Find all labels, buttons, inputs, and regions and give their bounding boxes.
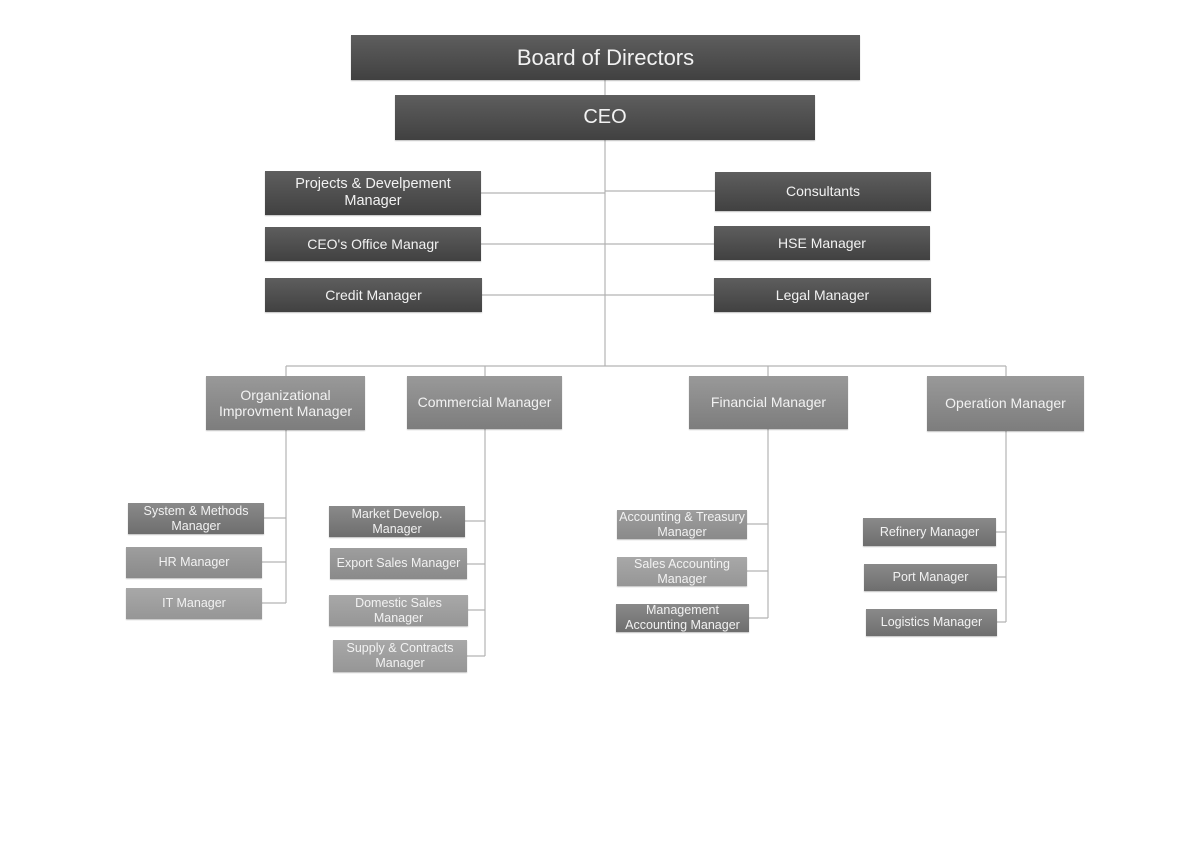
market-develop-manager-box: Market Develop. Manager bbox=[329, 506, 465, 537]
credit-manager-box: Credit Manager bbox=[265, 278, 482, 312]
operation-reports-line bbox=[996, 431, 1007, 623]
projects-development-manager-box: Projects & Develpement Manager bbox=[265, 171, 481, 215]
accounting-treasury-manager-box: Accounting & Treasury Manager bbox=[617, 510, 747, 539]
sales-accounting-manager-box: Sales Accounting Manager bbox=[617, 557, 747, 586]
management-accounting-manager-box: Management Accounting Manager bbox=[616, 603, 749, 632]
commercial-manager-box: Commercial Manager bbox=[407, 376, 562, 429]
logistics-manager-box: Logistics Manager bbox=[866, 609, 997, 636]
system-methods-manager-box: System & Methods Manager bbox=[128, 503, 264, 534]
operation-manager-box: Operation Manager bbox=[927, 376, 1084, 431]
ceo-office-manager-box: CEO's Office Managr bbox=[265, 227, 481, 261]
commercial-reports-line bbox=[465, 429, 486, 657]
department-bus-line bbox=[285, 365, 1007, 376]
financial-reports-line bbox=[747, 429, 769, 619]
port-manager-box: Port Manager bbox=[864, 564, 997, 591]
consultants-box: Consultants bbox=[715, 172, 931, 211]
supply-contracts-manager-box: Supply & Contracts Manager bbox=[333, 640, 467, 672]
refinery-manager-box: Refinery Manager bbox=[863, 518, 996, 546]
hr-manager-box: HR Manager bbox=[126, 547, 262, 578]
hse-manager-box: HSE Manager bbox=[714, 226, 930, 260]
org-reports-line bbox=[262, 430, 287, 604]
it-manager-box: IT Manager bbox=[126, 588, 262, 619]
board-of-directors-box: Board of Directors bbox=[351, 35, 860, 80]
export-sales-manager-box: Export Sales Manager bbox=[330, 548, 467, 579]
legal-manager-box: Legal Manager bbox=[714, 278, 931, 312]
financial-manager-box: Financial Manager bbox=[689, 376, 848, 429]
domestic-sales-manager-box: Domestic Sales Manager bbox=[329, 595, 468, 626]
ceo-box: CEO bbox=[395, 95, 815, 140]
staff-connectors bbox=[481, 190, 715, 296]
organizational-improvement-manager-box: Organizational Improvment Manager bbox=[206, 376, 365, 430]
